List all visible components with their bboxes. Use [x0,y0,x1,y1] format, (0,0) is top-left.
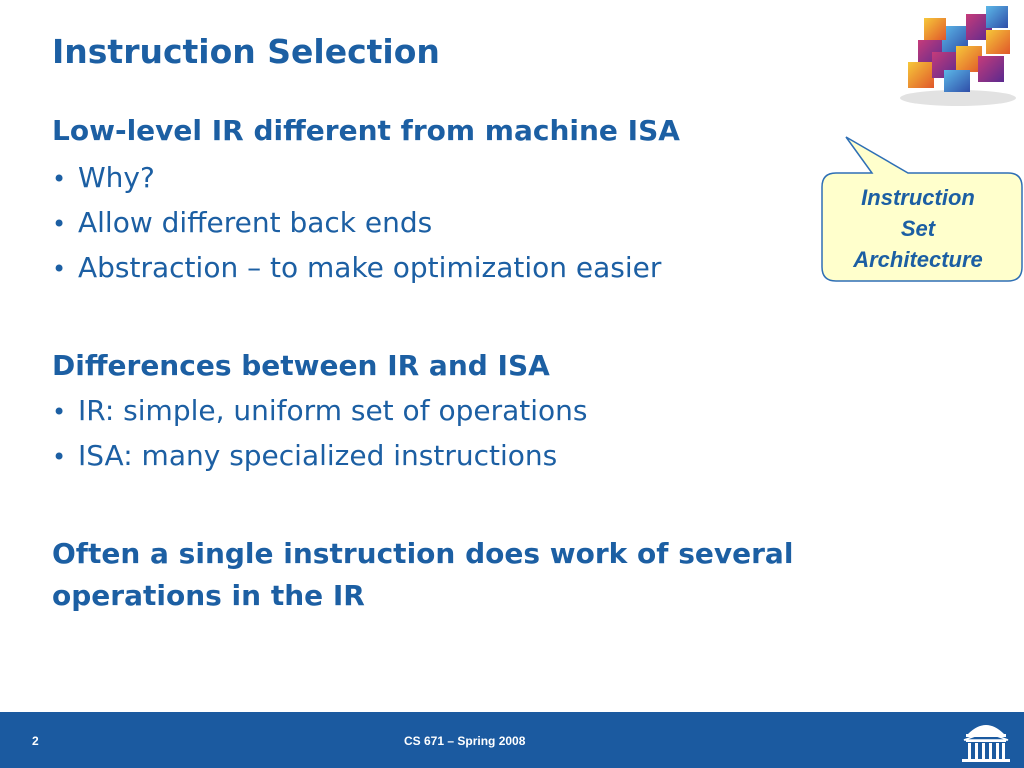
bullet-isa-specialized: • ISA: many specialized instructions [52,436,557,477]
bullet-text: ISA: many specialized instructions [78,439,558,472]
bullet-ir-simple: • IR: simple, uniform set of operations [52,391,587,432]
bullet-dot: • [52,210,67,238]
callout-bubble [821,136,1023,282]
callout-text: Instruction Set Architecture [822,182,1014,275]
bullet-back-ends: • Allow different back ends [52,203,432,244]
slide-title: Instruction Selection [52,32,440,71]
bullet-text: Allow different back ends [78,206,433,239]
bullet-why: • Why? [52,158,155,199]
rotunda-icon [962,725,1010,762]
heading-line: operations in the IR [52,579,365,612]
section-heading-ir-vs-isa: Low-level IR different from machine ISA [52,114,680,147]
section-heading-differences: Differences between IR and ISA [52,349,550,382]
section-heading-single-instruction: Often a single instruction does work of … [52,533,793,617]
footer-bar: 2 CS 671 – Spring 2008 [0,712,1024,768]
bullet-abstraction: • Abstraction – to make optimization easi… [52,248,661,289]
bullet-dot: • [52,165,67,193]
bullet-dot: • [52,255,67,283]
colored-cubes-logo-icon [900,6,1016,106]
bullet-text: Abstraction – to make optimization easie… [78,251,662,284]
bullet-text: Why? [78,161,155,194]
footer-course: CS 671 – Spring 2008 [404,734,526,748]
bullet-text: IR: simple, uniform set of operations [78,394,588,427]
heading-line: Often a single instruction does work of … [52,537,794,570]
page-number: 2 [32,734,39,748]
bullet-dot: • [52,398,67,426]
callout-line: Instruction [861,185,975,210]
callout-line: Set [900,216,936,241]
bullet-dot: • [52,443,67,471]
callout-line: Architecture [853,247,983,272]
